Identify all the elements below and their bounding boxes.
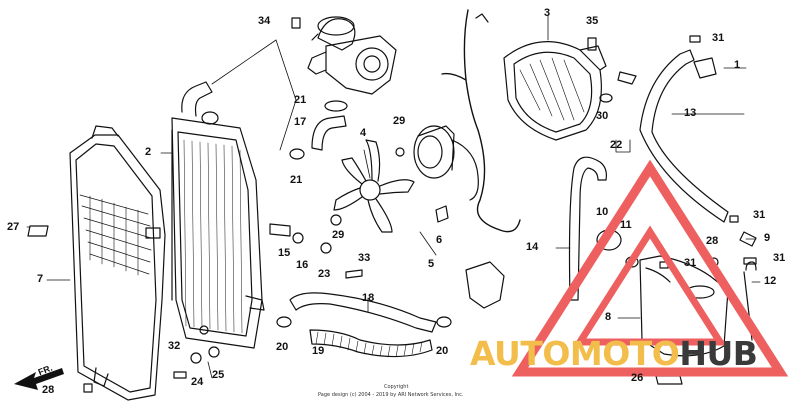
- radiator-shroud: [69, 125, 166, 401]
- callout-17: 17: [294, 116, 307, 128]
- callout-32: 32: [168, 340, 181, 352]
- callout-13: 13: [684, 107, 697, 119]
- callout-26: 26: [631, 372, 644, 384]
- watermark-logo: AUTOMOTOHUB: [470, 334, 758, 373]
- callout-9: 9: [764, 232, 771, 244]
- callout-2: 2: [145, 146, 152, 158]
- callout-23: 23: [318, 268, 331, 280]
- callout-19: 19: [312, 345, 325, 357]
- callout-24: 24: [191, 376, 204, 388]
- fan-blade: [333, 139, 415, 233]
- callout-28-left: 28: [42, 384, 55, 396]
- watermark-triangle: [511, 159, 789, 377]
- callout-5: 5: [428, 258, 435, 270]
- wiring-harness: [441, 9, 521, 233]
- hose-17: [311, 115, 347, 151]
- siphon-tube-14: [568, 156, 607, 301]
- callout-29-lower: 29: [332, 229, 345, 241]
- callout-8: 8: [605, 311, 612, 323]
- callout-3: 3: [544, 7, 551, 19]
- callout-7: 7: [37, 273, 44, 285]
- callout-14: 14: [526, 241, 539, 253]
- thermo-housing: [465, 261, 505, 309]
- callout-33: 33: [358, 252, 371, 264]
- callout-28-right: 28: [706, 235, 719, 247]
- callout-15: 15: [278, 247, 291, 259]
- callout-35: 35: [586, 15, 599, 27]
- callout-31-mid: 31: [753, 209, 766, 221]
- copyright-title: Copyright: [384, 384, 409, 390]
- clamp-21-lower: [289, 148, 305, 160]
- callout-27: 27: [7, 221, 20, 233]
- fan-shroud: [503, 41, 607, 141]
- radiator: [171, 81, 265, 349]
- callout-34: 34: [258, 15, 271, 27]
- callout-1: 1: [734, 59, 741, 71]
- watermark-text-primary: AUTOMOTO: [470, 334, 680, 373]
- callout-30: 30: [596, 110, 609, 122]
- callout-25: 25: [212, 369, 225, 381]
- callout-31-lower: 31: [684, 257, 697, 269]
- callout-10: 10: [596, 206, 609, 218]
- callout-20-left: 20: [276, 341, 289, 353]
- watermark-text-secondary: HUB: [679, 334, 758, 373]
- callout-12: 12: [764, 275, 777, 287]
- fan-motor: [413, 125, 479, 201]
- callout-18: 18: [362, 292, 375, 304]
- callout-22: 22: [610, 139, 623, 151]
- thermostat-housing: [307, 16, 397, 95]
- copyright-notice: Page design (c) 2004 - 2019 by ARI Netwo…: [318, 392, 464, 398]
- callout-20-right: 20: [436, 345, 449, 357]
- fasteners: [27, 17, 757, 393]
- callout-31-right: 31: [773, 252, 786, 264]
- clamp-21-upper: [324, 100, 348, 112]
- callout-4: 4: [360, 127, 367, 139]
- lower-hose: [289, 292, 437, 358]
- front-arrow: [14, 368, 64, 390]
- reservoir-tank: [639, 255, 729, 357]
- overflow-tube-13: [639, 49, 729, 223]
- callout-31-top: 31: [712, 32, 725, 44]
- callout-6: 6: [436, 234, 443, 246]
- callout-29-upper: 29: [393, 115, 406, 127]
- callout-21-upper: 21: [294, 94, 307, 106]
- callout-21-lower: 21: [290, 174, 303, 186]
- callout-11: 11: [620, 219, 632, 231]
- callout-16: 16: [296, 259, 309, 271]
- leader-lines: [26, 15, 761, 379]
